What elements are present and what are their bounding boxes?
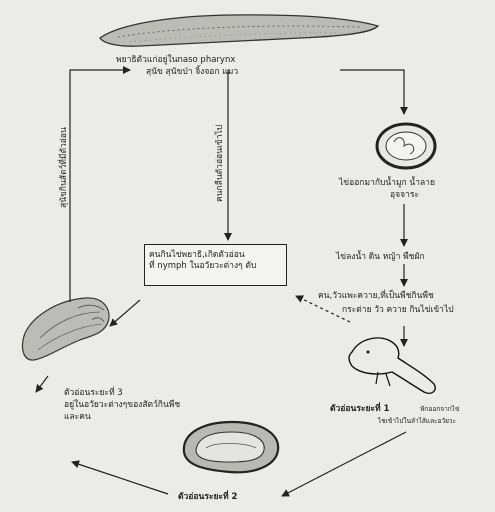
intermediate-host-list: กระต่าย วัว ควาย กินไข่เข้าไป (342, 305, 454, 316)
stage2-nymph-illustration (184, 422, 278, 472)
vertical-label-center: คนกลืนตัวอ่อนเข้าไป (212, 125, 226, 202)
adult-label-line2: สุนัข สุนัขป่า จิ้งจอก แมว (146, 67, 238, 78)
stage3-label-line1: ตัวอ่อนระยะที่ 3 (64, 388, 123, 399)
stage1-title: ตัวอ่อนระยะที่ 1 (330, 404, 389, 415)
stage3-label-line3: และคน (64, 412, 91, 423)
adult-label-line1: พยาธิตัวแก่อยู่ในnaso pharynx (116, 55, 235, 66)
stage1-larva-illustration (349, 338, 435, 393)
egg-illustration (377, 124, 435, 168)
egg-label-line2: อุจจาระ (390, 190, 419, 201)
egg-environment-label: ไข่ลงน้ำ ดิน หญ้า พืชผัก (336, 252, 425, 263)
human-infection-box: คนกินไข่พยาธิ,เกิดตัวอ่อน ที่ nymph ในอว… (144, 244, 287, 286)
stage1-note-line2: ไชเข้าไปในลำไส้และอวัยวะ (378, 416, 456, 427)
human-infection-line2: ที่ nymph ในอวัยวะต่างๆ ตับ (149, 261, 282, 272)
intermediate-host-note: คน,วัวแพะควาย,ที่เป็นพืชกินพืช (318, 291, 434, 302)
stage3-larva-illustration (22, 298, 109, 360)
stage2-label: ตัวอ่อนระยะที่ 2 (178, 492, 237, 503)
vertical-label-left: สุนัขกินสัตว์ที่มีตัวอ่อน (56, 127, 70, 208)
adult-worm-illustration (100, 15, 378, 46)
human-infection-line1: คนกินไข่พยาธิ,เกิดตัวอ่อน (149, 250, 282, 261)
stage3-label-line2: อยู่ในอวัยวะต่างๆของสัตว์กินพืช (64, 400, 180, 411)
egg-label-line1: ไข่ออกมากับน้ำมูก น้ำลาย (339, 178, 435, 189)
stage1-note-line1: ฟักออกจากไข่ (420, 404, 459, 415)
